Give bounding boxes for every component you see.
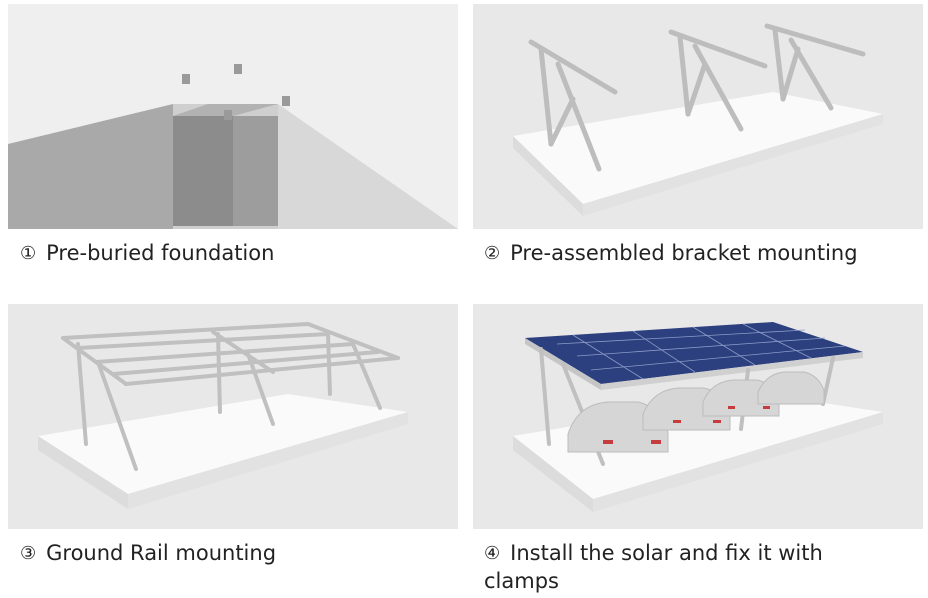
foundation-render: [8, 4, 458, 229]
step-4-label: Install the solar and fix it with clamps: [484, 541, 823, 593]
step-3-image: [8, 304, 458, 529]
step-3-label: Ground Rail mounting: [46, 541, 277, 565]
step-4-image: [473, 304, 923, 529]
step-1-number: ①: [20, 243, 37, 264]
step-1-image: [8, 4, 458, 229]
bracket-render: [473, 4, 923, 229]
rail-render: [8, 304, 458, 529]
step-3-caption: ③ Ground Rail mounting: [20, 540, 276, 568]
step-2-caption: ② Pre-assembled bracket mounting: [484, 240, 858, 268]
step-1-caption: ① Pre-buried foundation: [20, 240, 274, 268]
carport-render: [473, 304, 923, 529]
step-1-label: Pre-buried foundation: [46, 241, 275, 265]
step-2-number: ②: [484, 243, 501, 264]
step-4-number: ④: [484, 543, 501, 564]
step-3-number: ③: [20, 543, 37, 564]
step-2-label: Pre-assembled bracket mounting: [510, 241, 858, 265]
step-2-image: [473, 4, 923, 229]
